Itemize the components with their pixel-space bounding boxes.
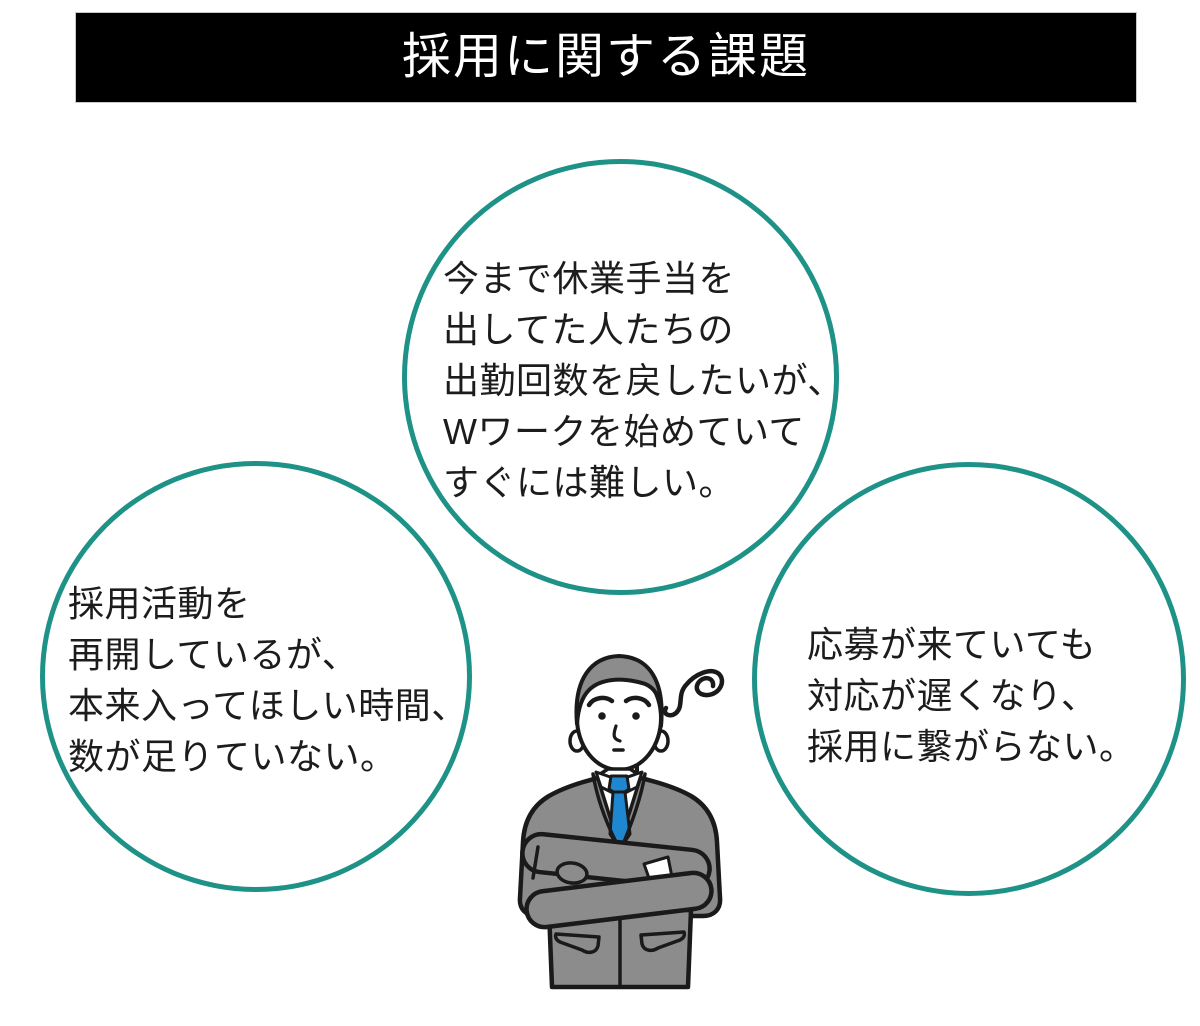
- pocket-flap-right: [639, 930, 687, 953]
- pocket-flap-left: [553, 932, 601, 955]
- text-line: 本来入ってほしい時間、: [68, 685, 468, 726]
- text-line: 対応が遅くなり、: [807, 675, 1098, 716]
- lapels: [591, 772, 647, 844]
- text-line: 応募が来ていても: [807, 624, 1097, 665]
- challenge-text-right: 応募が来ていても 対応が遅くなり、 採用に繋がらない。: [807, 619, 1136, 772]
- challenge-circle-top: 今まで休業手当を 出してた人たちの 出勤回数を戻したいが、 Wワークを始めていて…: [402, 159, 843, 595]
- title-bar: 採用に関する課題: [75, 12, 1137, 103]
- face-features: [586, 695, 652, 752]
- challenge-text-top: 今まで休業手当を 出してた人たちの 出勤回数を戻したいが、 Wワークを始めていて…: [443, 253, 844, 508]
- frustration-squiggle: [662, 668, 725, 718]
- text-line: Wワークを始めていて: [443, 411, 805, 452]
- text-line: 採用に繋がらない。: [807, 726, 1136, 767]
- challenge-circle-left: 採用活動を 再開しているが、 本来入ってほしい時間、 数が足りていない。: [40, 461, 472, 892]
- text-line: 採用活動を: [68, 583, 251, 624]
- challenge-text-left: 採用活動を 再開しているが、 本来入ってほしい時間、 数が足りていない。: [68, 578, 468, 782]
- text-line: 今まで休業手当を: [443, 258, 736, 299]
- text-line: 出勤回数を戻したいが、: [443, 360, 844, 401]
- hair: [574, 654, 664, 728]
- text-line: 出してた人たちの: [443, 309, 734, 350]
- text-line: 数が足りていない。: [68, 736, 397, 777]
- text-line: 再開しているが、: [68, 634, 359, 675]
- crossed-arms: [520, 831, 714, 930]
- page-title: 採用に関する課題: [401, 30, 810, 84]
- hand: [555, 861, 589, 885]
- worried-businessman-illustration: [492, 646, 748, 994]
- challenge-circle-right: 応募が来ていても 対応が遅くなり、 採用に繋がらない。: [752, 462, 1186, 896]
- text-line: すぐには難しい。: [443, 462, 736, 503]
